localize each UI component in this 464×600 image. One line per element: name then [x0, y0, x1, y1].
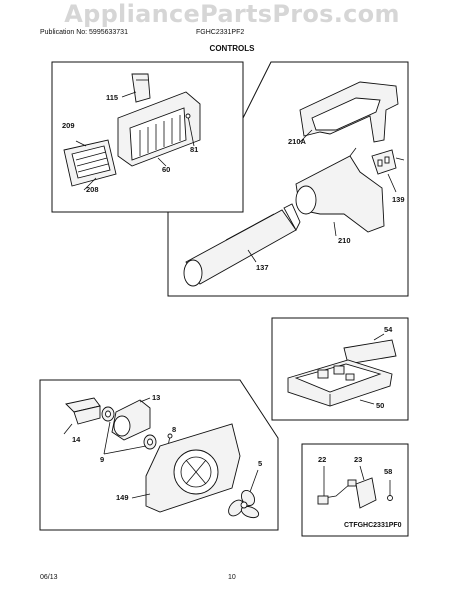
part-137-water-filter — [183, 203, 301, 287]
part-5-fan-blade — [228, 469, 260, 519]
publication-number: Publication No: 5995633731 — [40, 29, 128, 36]
part-149-fan-shroud — [131, 423, 241, 513]
callout-137: 137 — [256, 263, 269, 272]
part-210-lower-housing — [295, 147, 385, 237]
callout-50: 50 — [376, 401, 385, 410]
callout-210a: 210A — [288, 137, 306, 146]
callout-149: 149 — [116, 493, 129, 502]
callout-208: 208 — [86, 185, 99, 194]
callout-209: 209 — [62, 121, 75, 130]
section-title: CONTROLS — [209, 44, 255, 53]
footer-page-number: 10 — [228, 574, 236, 581]
callout-23: 23 — [354, 455, 363, 464]
part-81-screw — [185, 113, 195, 147]
part-50-control-box — [287, 359, 393, 407]
part-9-grommets — [101, 406, 157, 455]
callout-54: 54 — [384, 325, 393, 334]
callout-5: 5 — [258, 459, 263, 468]
callout-9: 9 — [100, 455, 105, 464]
part-23-module — [355, 465, 377, 509]
watermark: AppliancePartsPros.com — [64, 0, 400, 28]
callout-81: 81 — [190, 145, 199, 154]
part-210a-upper-housing — [299, 81, 399, 143]
model-number: FGHC2331PF2 — [196, 29, 245, 36]
callout-22: 22 — [318, 455, 327, 464]
panel-bottom-left — [39, 379, 279, 531]
part-13-fan-motor — [111, 397, 151, 441]
callout-8: 8 — [172, 425, 177, 434]
part-58-screw — [387, 480, 393, 501]
callout-13: 13 — [152, 393, 161, 402]
panel-top-right — [167, 61, 409, 297]
callout-210: 210 — [338, 236, 351, 245]
panel-bottom-right — [301, 443, 409, 537]
part-14-bracket — [63, 397, 101, 435]
part-209-frame — [63, 139, 117, 191]
callout-14: 14 — [72, 435, 81, 444]
footer-date: 06/13 — [40, 574, 58, 581]
part-60-housing — [117, 91, 201, 167]
callout-115: 115 — [106, 93, 119, 102]
callout-139: 139 — [392, 195, 405, 204]
callout-58: 58 — [384, 467, 393, 476]
diagram-code: CTFGHC2331PF0 — [344, 522, 402, 529]
panel-middle-right — [271, 317, 409, 421]
part-54-cover-plate — [343, 333, 397, 365]
callout-60: 60 — [162, 165, 171, 174]
part-115-clip — [121, 73, 151, 103]
part-22-harness — [317, 466, 357, 505]
part-139-switch — [371, 149, 405, 193]
